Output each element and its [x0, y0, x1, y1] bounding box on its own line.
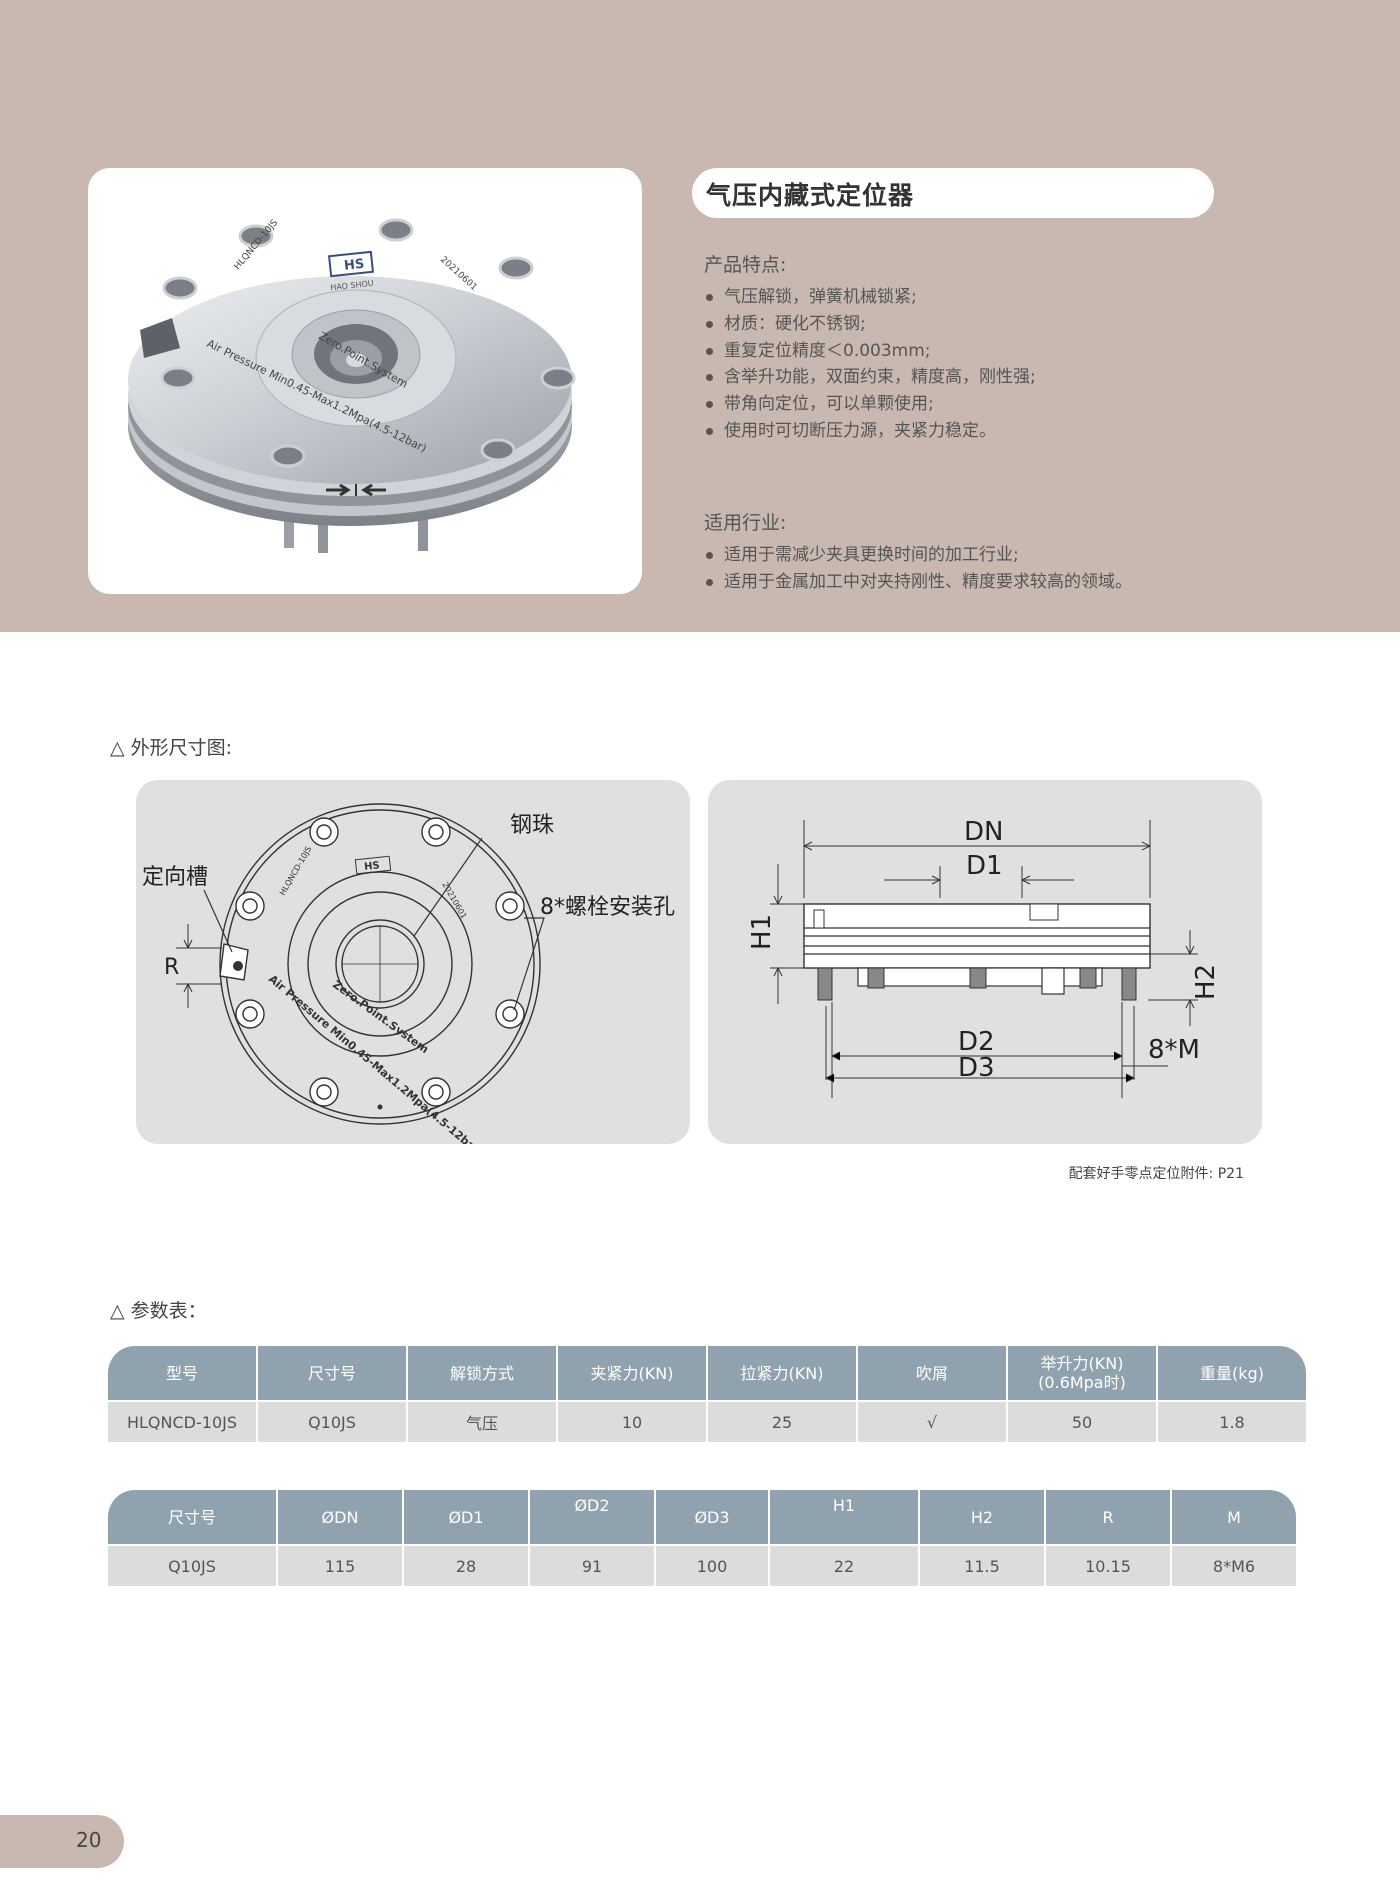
col-header: 重量(kg) — [1158, 1346, 1306, 1400]
feature-item: 重复定位精度＜0.003mm; — [704, 338, 1036, 365]
label-bolt-holes: 8*螺栓安装孔 — [540, 895, 675, 920]
label-h1: H1 — [747, 914, 777, 950]
col-header: 尺寸号 — [258, 1346, 406, 1400]
product-photo-illustration: HS HAO SHOU HLQNCD-10JS 20210601 Zero.Po… — [128, 218, 576, 553]
params-heading: △ 参数表： — [110, 1300, 207, 1322]
industries-list: 适用于需减少夹具更换时间的加工行业; 适用于金属加工中对夹持刚性、精度要求较高的… — [704, 542, 1132, 596]
label-m: 8*M — [1148, 1035, 1200, 1065]
side-view-svg: DN D1 H1 H2 D2 — [747, 817, 1221, 1098]
table-row: HLQNCD-10JS Q10JS 气压 10 25 √ 50 1.8 — [108, 1400, 1306, 1442]
industries-heading: 适用行业: — [704, 512, 787, 534]
table-cell: 28 — [404, 1544, 528, 1586]
feature-item: 气压解锁，弹簧机械锁紧; — [704, 284, 1036, 311]
features-list: 气压解锁，弹簧机械锁紧; 材质：硬化不锈钢; 重复定位精度＜0.003mm; 含… — [704, 284, 1036, 445]
feature-item: 材质：硬化不锈钢; — [704, 311, 1036, 338]
label-dn: DN — [964, 817, 1003, 847]
table-header-row: 尺寸号 ØDN ØD1 ØD2 ØD3 H1 H2 R M — [108, 1490, 1296, 1544]
feature-item: 使用时可切断压力源，夹紧力稳定。 — [704, 418, 1036, 445]
col-header: H2 — [920, 1490, 1044, 1544]
photo-logo-text: HS — [343, 257, 365, 274]
col-header: R — [1046, 1490, 1170, 1544]
drawing-model-text: HLQNCD-10JS — [278, 845, 313, 897]
col-header: 型号 — [108, 1346, 256, 1400]
label-d3: D3 — [958, 1053, 995, 1083]
col-header: 尺寸号 — [108, 1490, 276, 1544]
top-view-drawing: HS HLQNCD-10JS 20210601 Zero.Point.Syste… — [136, 780, 690, 1144]
table-cell: 50 — [1008, 1400, 1156, 1442]
params-table-2: 尺寸号 ØDN ØD1 ØD2 ØD3 H1 H2 R M Q10JS 115 … — [106, 1490, 1298, 1586]
product-title: 气压内藏式定位器 — [706, 181, 915, 210]
col-header: 拉紧力(KN) — [708, 1346, 856, 1400]
col-header-lift-force: 举升力(KN)(0.6Mpa时) — [1008, 1346, 1156, 1400]
features-heading: 产品特点: — [704, 254, 787, 276]
col-header: ØDN — [278, 1490, 402, 1544]
accessory-note: 配套好手零点定位附件: P21 — [1068, 1166, 1244, 1182]
side-view-drawing: DN D1 H1 H2 D2 — [708, 780, 1262, 1144]
label-h2: H2 — [1191, 964, 1221, 1000]
table-cell: 11.5 — [920, 1544, 1044, 1586]
industry-item: 适用于需减少夹具更换时间的加工行业; — [704, 542, 1132, 569]
table-cell: 22 — [770, 1544, 918, 1586]
table-cell: Q10JS — [108, 1544, 276, 1586]
label-d1: D1 — [966, 851, 1003, 881]
label-d2: D2 — [958, 1027, 995, 1057]
feature-item: 含举升功能，双面约束，精度高，刚性强; — [704, 364, 1036, 391]
label-steel-ball: 钢珠 — [510, 813, 554, 838]
top-view-svg: HS HLQNCD-10JS 20210601 Zero.Point.Syste… — [142, 803, 675, 1144]
col-header: 吹屑 — [858, 1346, 1006, 1400]
table-cell: 91 — [530, 1544, 654, 1586]
table-cell: 气压 — [408, 1400, 556, 1442]
drawing-logo-text: HS — [364, 860, 381, 873]
table-cell: Q10JS — [258, 1400, 406, 1442]
table-cell: 115 — [278, 1544, 402, 1586]
table-cell: 100 — [656, 1544, 768, 1586]
table-row: Q10JS 115 28 91 100 22 11.5 10.15 8*M6 — [108, 1544, 1296, 1586]
table-cell: 8*M6 — [1172, 1544, 1296, 1586]
table-cell: 10 — [558, 1400, 706, 1442]
col-header: 夹紧力(KN) — [558, 1346, 706, 1400]
table-cell: HLQNCD-10JS — [108, 1400, 256, 1442]
product-title-pill: 气压内藏式定位器 — [692, 168, 1214, 218]
drawing-date-text: 20210601 — [440, 881, 468, 921]
col-header: ØD2 — [530, 1490, 654, 1544]
col-header: H1 — [770, 1490, 918, 1544]
table-cell: 10.15 — [1046, 1544, 1170, 1586]
col-header: M — [1172, 1490, 1296, 1544]
table-cell: 25 — [708, 1400, 856, 1442]
table-header-row: 型号 尺寸号 解锁方式 夹紧力(KN) 拉紧力(KN) 吹屑 举升力(KN)(0… — [108, 1346, 1306, 1400]
table-cell: √ — [858, 1400, 1006, 1442]
label-orientation-slot: 定向槽 — [142, 865, 208, 890]
page-number-tab: 20 — [0, 1815, 124, 1868]
feature-item: 带角向定位，可以单颗使用; — [704, 391, 1036, 418]
col-header: 解锁方式 — [408, 1346, 556, 1400]
params-table-1: 型号 尺寸号 解锁方式 夹紧力(KN) 拉紧力(KN) 吹屑 举升力(KN)(0… — [106, 1346, 1308, 1442]
table-cell: 1.8 — [1158, 1400, 1306, 1442]
col-header-line: (0.6Mpa时) — [1038, 1373, 1126, 1392]
col-header: ØD1 — [404, 1490, 528, 1544]
product-photo: HS HAO SHOU HLQNCD-10JS 20210601 Zero.Po… — [88, 168, 642, 594]
label-r: R — [164, 955, 179, 980]
col-header: ØD3 — [656, 1490, 768, 1544]
col-header-line: 举升力(KN) — [1040, 1354, 1124, 1373]
industry-item: 适用于金属加工中对夹持刚性、精度要求较高的领域。 — [704, 569, 1132, 596]
dimension-heading: △ 外形尺寸图: — [110, 737, 233, 759]
page-number: 20 — [76, 1828, 102, 1852]
